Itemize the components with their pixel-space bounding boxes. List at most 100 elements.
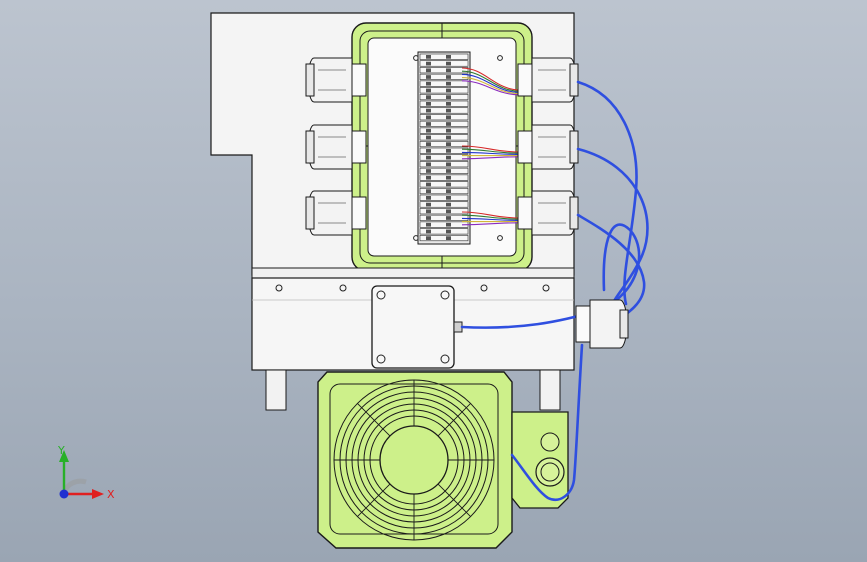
- gland-seal: [305, 63, 315, 97]
- blue-cable: [576, 80, 638, 306]
- terminal-screw: [426, 229, 431, 234]
- terminal-screw: [446, 142, 451, 146]
- blue-cable: [510, 343, 584, 501]
- terminal: [419, 181, 469, 188]
- cable-gland: [517, 190, 579, 236]
- grille-spoke: [437, 483, 471, 517]
- terminal-screw: [426, 169, 431, 173]
- terminal-screw: [426, 81, 431, 86]
- terminal-screw: [426, 236, 431, 240]
- terminal-screw: [426, 216, 431, 220]
- terminal: [419, 100, 469, 107]
- gland-nut: [531, 57, 577, 103]
- terminal-screw: [426, 189, 431, 193]
- gland-seal: [305, 130, 315, 164]
- gland-body: [517, 130, 533, 164]
- internal-wires: [461, 67, 521, 226]
- terminal-screw: [446, 88, 451, 93]
- terminal-screw: [446, 115, 451, 120]
- gland-nut: [531, 190, 577, 236]
- terminal-screw: [426, 115, 431, 120]
- terminal-screw: [446, 61, 451, 66]
- terminal-screw: [426, 162, 431, 167]
- fan-grille: [333, 379, 495, 541]
- gland-seal: [305, 196, 315, 230]
- gland-body: [517, 63, 533, 97]
- terminal-screw: [446, 55, 451, 59]
- cable-gland: [305, 124, 367, 170]
- terminal-screw: [426, 135, 431, 140]
- cable-gland: [305, 190, 367, 236]
- terminal: [419, 194, 469, 201]
- wire: [461, 148, 521, 154]
- terminal-screw: [446, 216, 451, 220]
- terminal-screw: [426, 182, 431, 187]
- terminal-screw: [426, 128, 431, 133]
- terminal-screw: [426, 202, 431, 207]
- terminal: [419, 73, 469, 80]
- y-axis-arrow: [59, 450, 69, 462]
- gland-body: [517, 196, 533, 230]
- wire: [461, 156, 521, 160]
- side-connector-box[interactable]: [511, 411, 569, 509]
- coordinate-triad: Y X: [57, 444, 115, 501]
- terminal-screw: [426, 196, 431, 200]
- z-axis-dot: [59, 489, 69, 499]
- wire: [461, 151, 521, 155]
- y-axis-label: Y: [57, 444, 65, 457]
- terminal: [419, 60, 469, 67]
- terminal-screw: [446, 155, 451, 160]
- terminal: [419, 67, 469, 74]
- wire: [461, 80, 521, 96]
- terminal-screw: [446, 68, 451, 73]
- terminal-screw: [426, 209, 431, 214]
- wire: [461, 217, 521, 221]
- terminal-screw: [426, 108, 431, 113]
- terminal-screw: [446, 229, 451, 234]
- terminal-screw: [426, 222, 431, 227]
- terminal-screw: [446, 169, 451, 173]
- terminal: [419, 147, 469, 154]
- terminal-screw: [446, 75, 451, 79]
- gland-nut: [531, 124, 577, 170]
- terminal-screw: [426, 102, 431, 106]
- wire: [461, 145, 521, 153]
- terminal: [419, 214, 469, 221]
- terminal: [419, 80, 469, 87]
- terminal-screw: [426, 61, 431, 66]
- gland-body: [351, 196, 367, 230]
- terminal: [419, 208, 469, 215]
- terminal-screw: [446, 202, 451, 207]
- gland-body: [351, 130, 367, 164]
- terminal-screw: [426, 155, 431, 160]
- cable-gland: [305, 57, 367, 103]
- terminal: [419, 201, 469, 208]
- terminal-block[interactable]: [417, 51, 471, 245]
- external-cables[interactable]: [460, 80, 649, 501]
- terminal: [419, 87, 469, 94]
- terminal: [419, 187, 469, 195]
- terminal: [419, 120, 469, 127]
- blue-cable: [576, 147, 649, 312]
- gland-nut: [307, 124, 353, 170]
- cable-glands[interactable]: [305, 57, 579, 236]
- terminal-screw: [446, 222, 451, 227]
- gland-nut: [307, 57, 353, 103]
- grille-spoke: [437, 403, 471, 437]
- terminal: [419, 234, 469, 242]
- fan-hub: [379, 425, 449, 495]
- terminal-screw: [446, 182, 451, 187]
- stepper-motor[interactable]: [371, 285, 463, 369]
- terminal-screw: [446, 102, 451, 106]
- terminal: [419, 174, 469, 181]
- grille-spoke: [357, 483, 391, 517]
- terminal-screw: [446, 128, 451, 133]
- cable-gland-motor[interactable]: [575, 299, 629, 349]
- cable-gland: [517, 124, 579, 170]
- terminal-screw: [446, 95, 451, 99]
- terminal-screw: [426, 75, 431, 79]
- terminal: [419, 167, 469, 174]
- terminal: [419, 228, 469, 235]
